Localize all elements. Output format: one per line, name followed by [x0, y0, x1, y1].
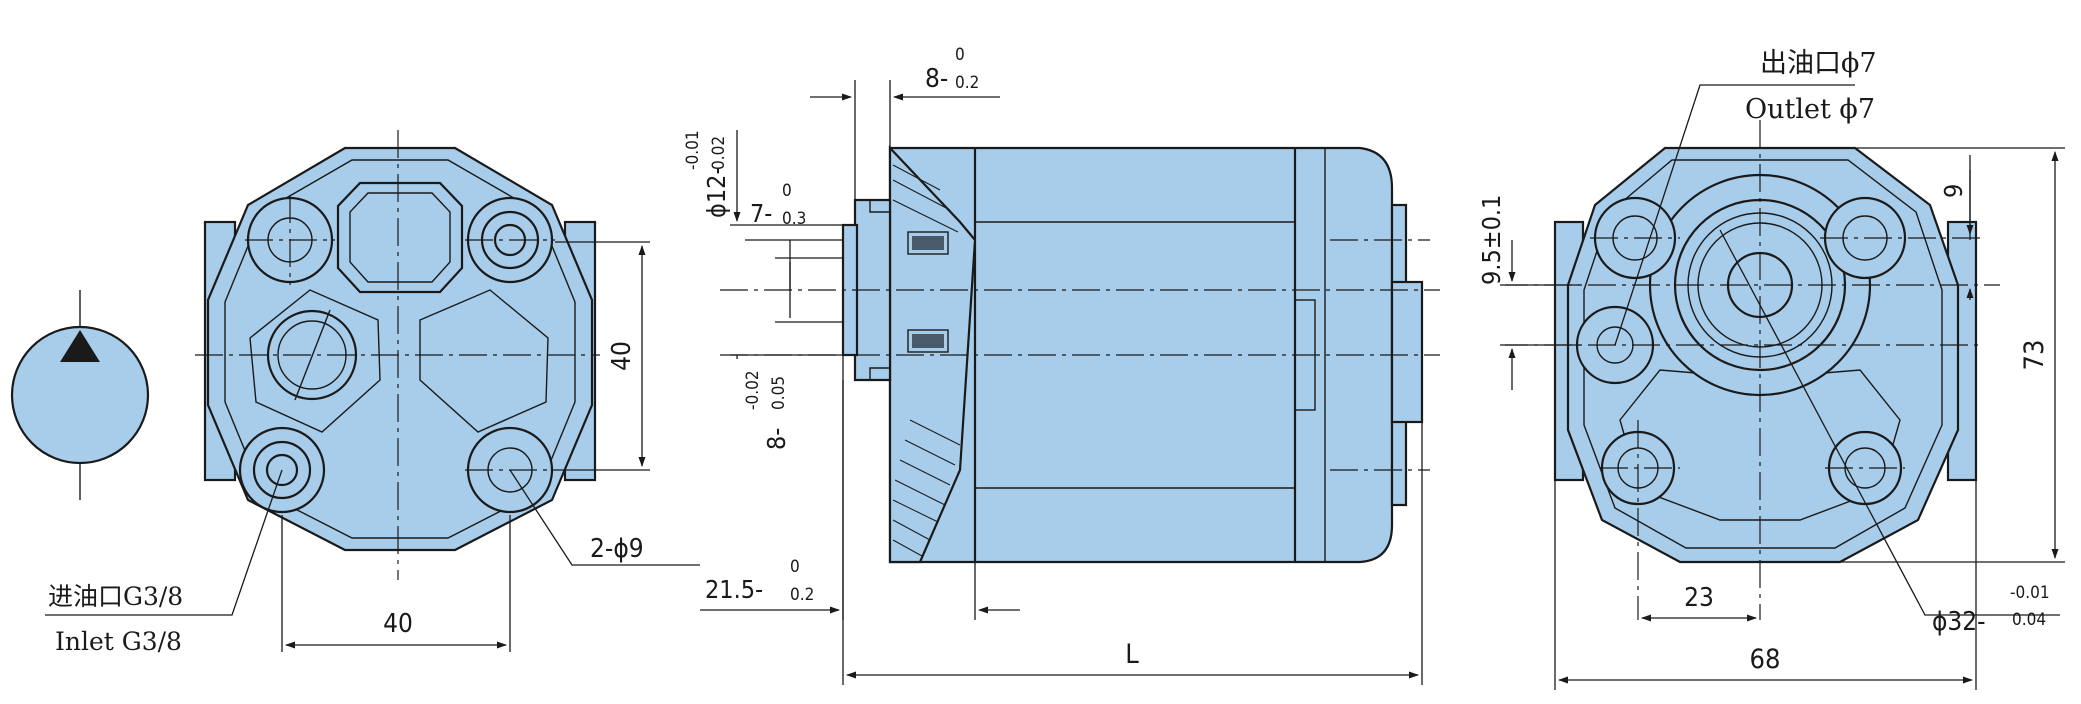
pilot-sup: -0.01 [2010, 583, 2050, 603]
top-dim-sup: 0 [955, 45, 965, 65]
inlet-label-en: Inlet G3/8 [55, 627, 182, 656]
seal-bottom [912, 334, 944, 348]
left-dim-width: 40 [383, 609, 413, 639]
top-dim-sub: 0.2 [955, 73, 979, 93]
shaft-dia-sub: 0.02 [709, 136, 729, 170]
flange-sub: 0.2 [790, 585, 814, 605]
section-hatch [892, 164, 961, 557]
symbol-circle [10, 325, 150, 465]
length-label: L [1125, 639, 1139, 670]
top-dim-main: 8- [925, 64, 948, 94]
side-view: 8- 0 0.2 ϕ12- -0.01 0.02 7- 0 0.3 8- -0.… [683, 45, 1440, 685]
pilot-main: ϕ32- [1932, 607, 1986, 637]
hydraulic-pump-symbol [10, 290, 150, 500]
pilot-sub: 0.04 [2012, 610, 2046, 630]
symbol-arrow-triangle [60, 330, 100, 362]
hex-boss-left [249, 289, 381, 433]
key-width-sup: -0.02 [743, 370, 763, 410]
holes-label: 2-ϕ9 [590, 534, 644, 564]
height-label: 73 [2019, 340, 2050, 371]
flange-main: 21.5- [705, 575, 763, 604]
outlet-label-en: Outlet ϕ7 [1745, 94, 1875, 125]
key-sup: 0 [782, 181, 792, 201]
shaft-dia-main: ϕ12- [702, 166, 731, 218]
dim-9-label: 9 [1939, 184, 1968, 198]
width-label: 68 [1750, 644, 1781, 675]
inlet-label-cn: 进油口G3/8 [48, 582, 183, 611]
shaft-dia-sup: -0.01 [683, 130, 703, 170]
outlet-label-cn: 出油口ϕ7 [1760, 48, 1877, 79]
key-sub: 0.3 [782, 209, 806, 229]
hex-boss-right [419, 289, 549, 433]
flange-sup: 0 [790, 557, 800, 577]
right-view: 出油口ϕ7 Outlet ϕ7 9.5±0.1 9 73 23 68 ϕ32- … [1477, 48, 2065, 690]
square-port [336, 181, 464, 294]
key-width-sub: 0.05 [769, 376, 789, 410]
offset-label: 9.5±0.1 [1477, 195, 1506, 285]
dim-23-label: 23 [1684, 583, 1714, 613]
key-width-main: 8- [762, 428, 791, 450]
seal-top [912, 236, 944, 250]
key-main: 7- [750, 199, 772, 228]
left-view: 40 40 2-ϕ9 进油口G3/8 Inlet G3/8 [45, 130, 700, 656]
left-dim-height: 40 [607, 341, 637, 371]
